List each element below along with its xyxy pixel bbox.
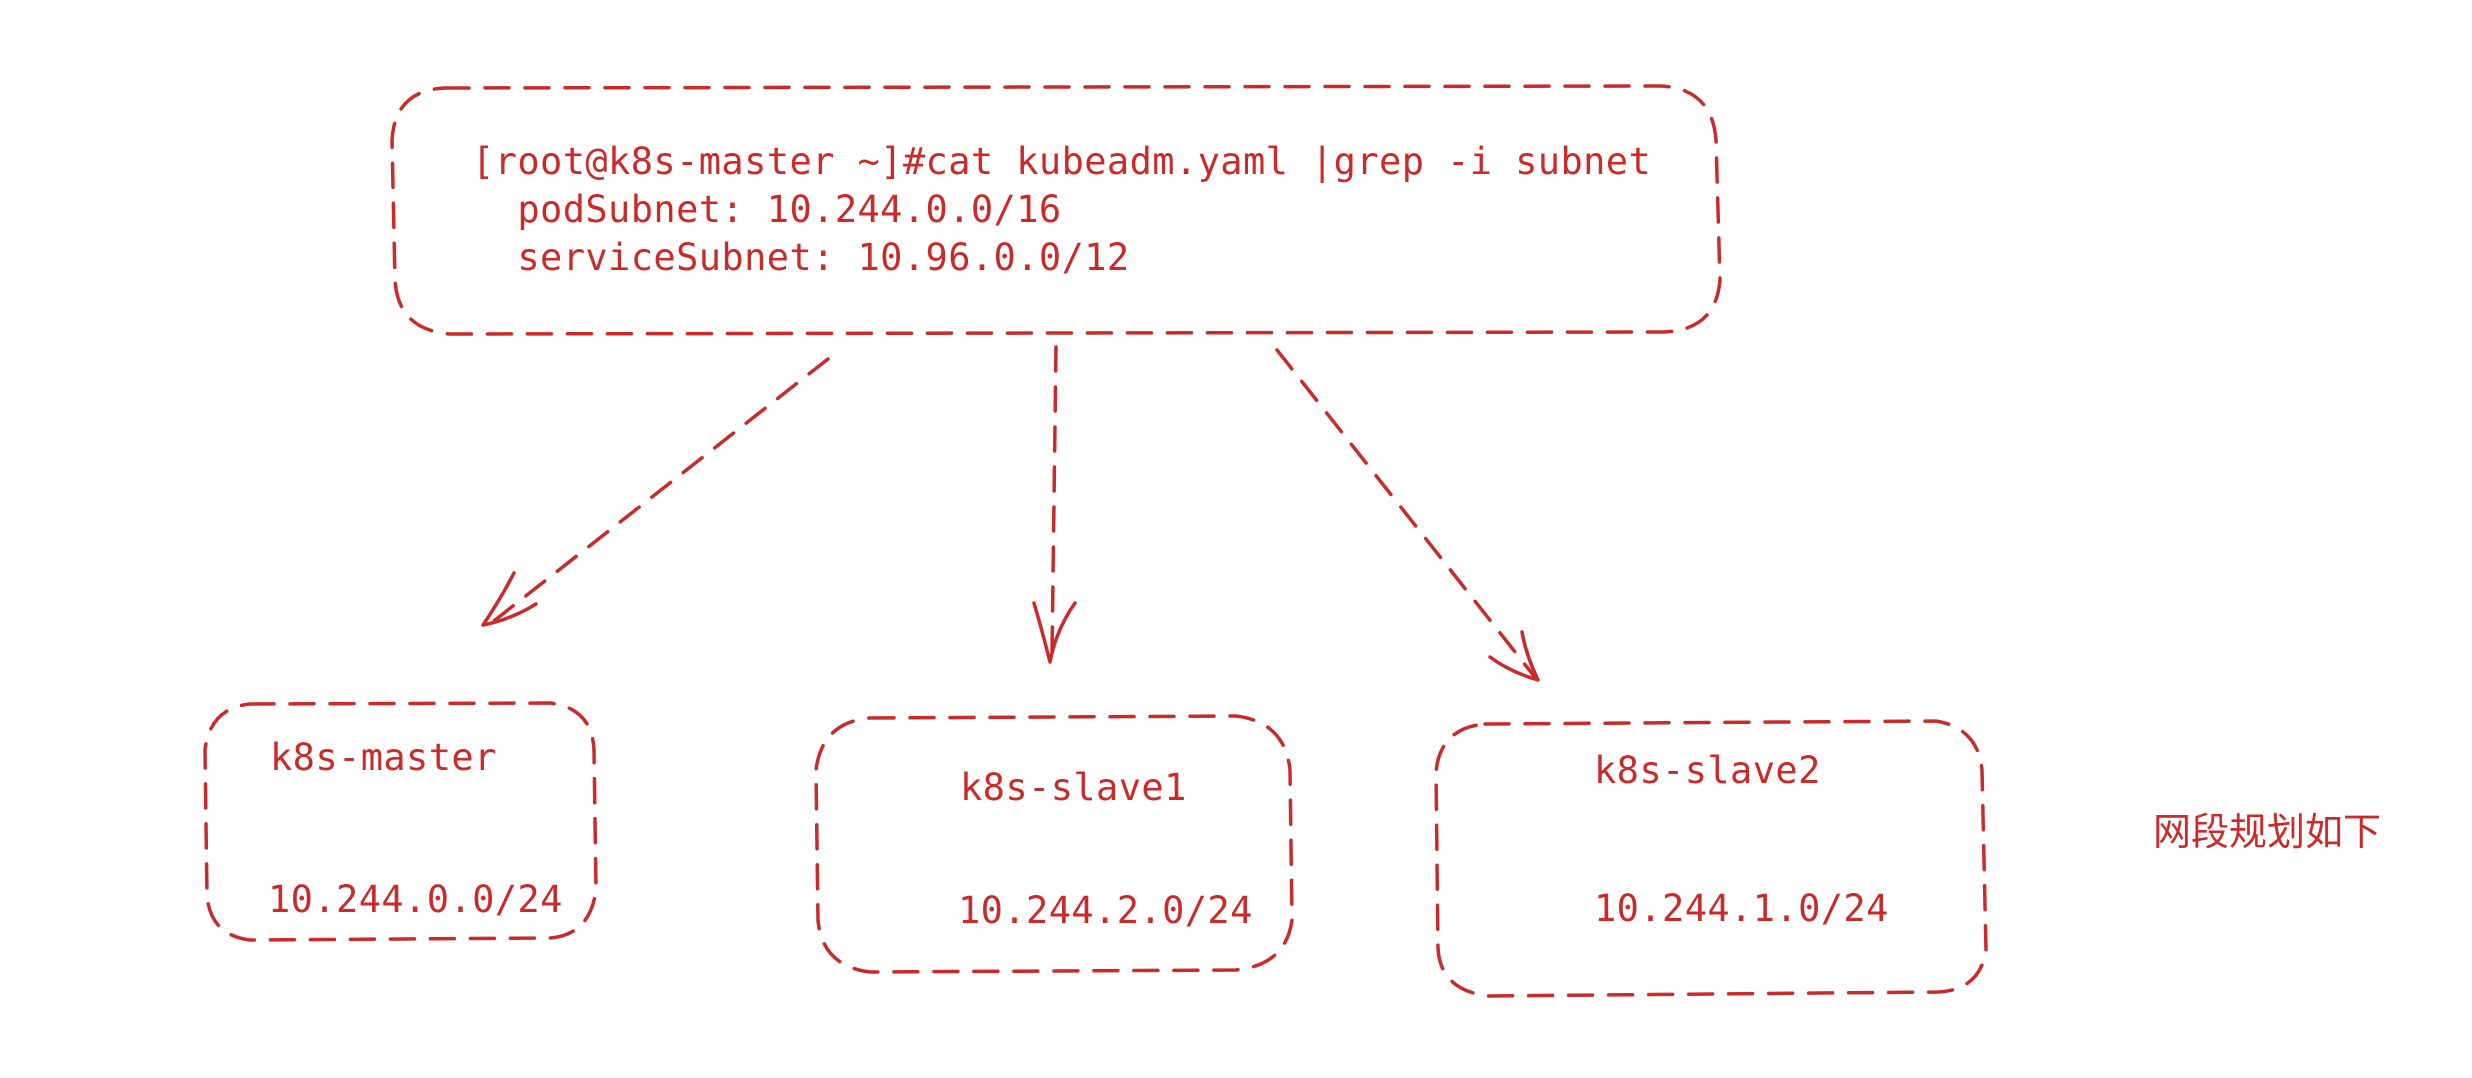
node-name-k8s-master: k8s-master — [270, 736, 497, 779]
subnet-plan-note: 网段规划如下 — [2153, 810, 2382, 854]
arrow-to-k8s-master — [481, 357, 830, 627]
command-line: [root@k8s-master ~]#cat kubeadm.yaml |gr… — [472, 140, 1652, 183]
command-box-border — [390, 84, 1722, 336]
pod-subnet-line: podSubnet: 10.244.0.0/16 — [472, 188, 1062, 231]
node-name-k8s-slave1: k8s-slave1 — [960, 766, 1187, 809]
k8s-slave2-box-border — [1434, 719, 1988, 998]
k8s-slave1-box-border — [814, 714, 1294, 974]
service-subnet-line: serviceSubnet: 10.96.0.0/12 — [472, 236, 1130, 279]
node-name-k8s-slave2: k8s-slave2 — [1594, 749, 1821, 792]
node-subnet-k8s-slave2: 10.244.1.0/24 — [1594, 887, 1889, 930]
arrow-to-k8s-slave2 — [1275, 348, 1540, 682]
k8s-master-box-border — [203, 701, 598, 942]
arrow-to-k8s-slave1 — [1032, 345, 1077, 664]
node-subnet-k8s-master: 10.244.0.0/24 — [268, 878, 563, 921]
node-subnet-k8s-slave1: 10.244.2.0/24 — [958, 889, 1253, 932]
